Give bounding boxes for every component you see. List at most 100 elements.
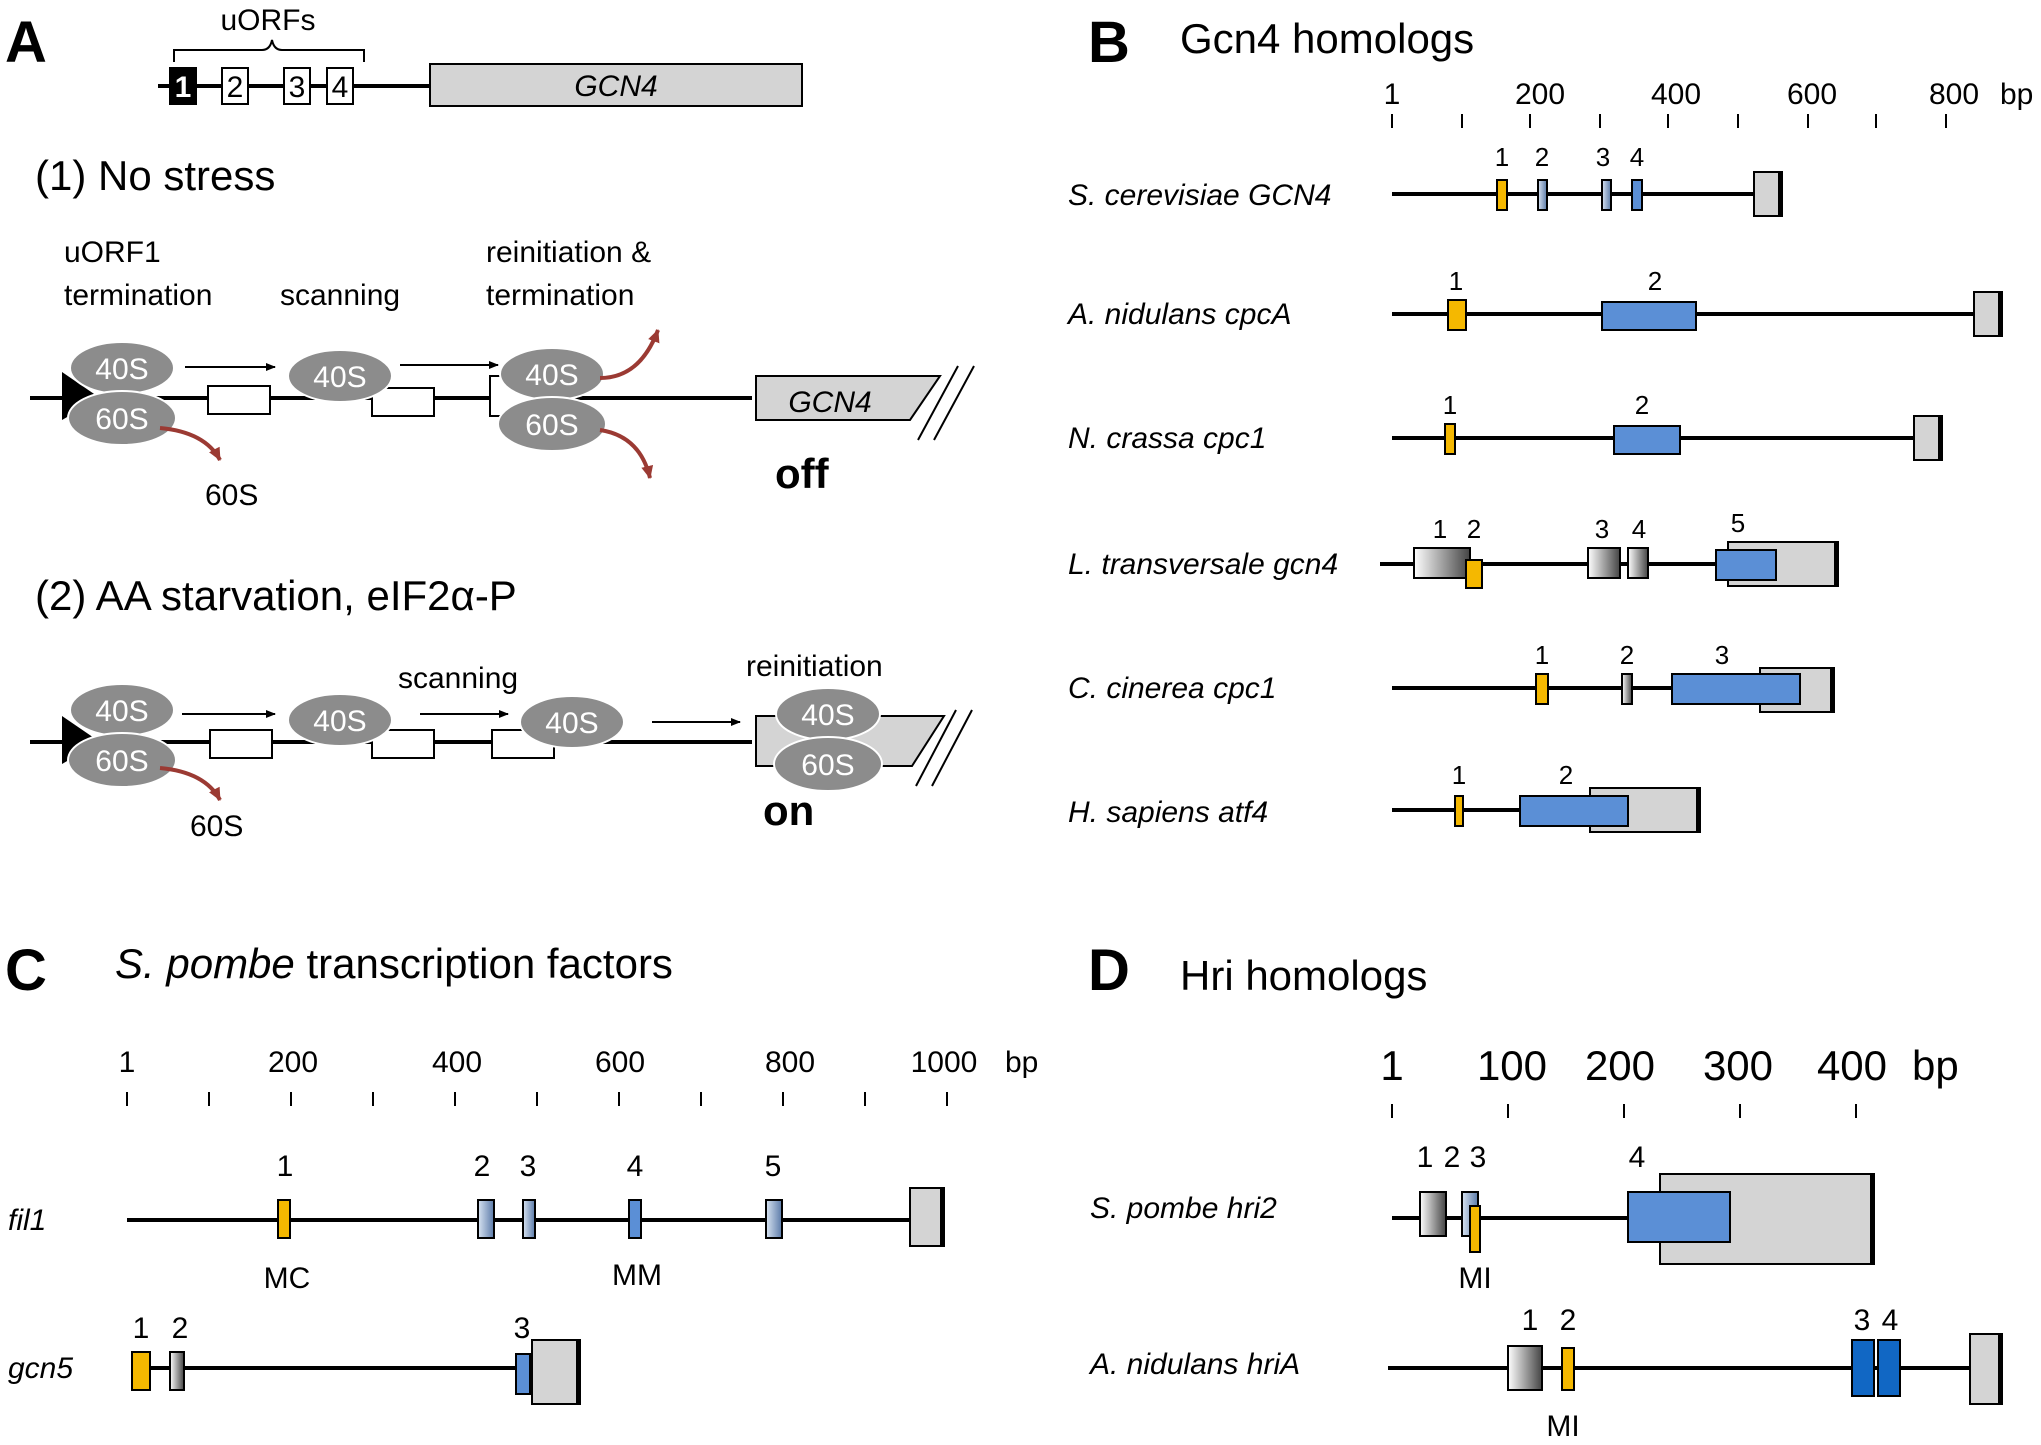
- note-mc: MC: [264, 1262, 311, 1295]
- panel-d: D Hri homologs 1 100 200 300 400 bp S. p…: [1088, 938, 2003, 1443]
- aa-starvation-title: (2) AA starvation, eIF2α-P: [35, 572, 517, 619]
- ribosome-40s: [287, 349, 393, 403]
- uorf-2: [1519, 795, 1629, 827]
- uorf-2-label: 2: [474, 1150, 491, 1183]
- note-mi: MI: [1458, 1262, 1491, 1295]
- release-arrow: [159, 426, 222, 462]
- uorf-1-label: 1: [1535, 640, 1549, 670]
- panel-d-label: D: [1088, 938, 1130, 1003]
- uorf-2-label: 2: [1635, 390, 1649, 420]
- gcn4-cds-label: GCN4: [574, 70, 657, 103]
- uorf-1-label: 1: [1417, 1141, 1434, 1174]
- ribosome-40s-label: 40S: [545, 707, 598, 740]
- uorf-2-label: 2: [1620, 640, 1634, 670]
- uorf-2-number: 2: [227, 71, 244, 104]
- gene-row-l-transversale-gcn4: L. transversale gcn4 1 2 3 4 5: [1068, 508, 1839, 589]
- ribosome-60s: [773, 736, 883, 792]
- gene-name: H. sapiens atf4: [1068, 796, 1268, 829]
- uorf-5: [765, 1199, 783, 1239]
- uorfs-label: uORFs: [220, 4, 315, 37]
- uorf-4: [1627, 547, 1649, 579]
- uorf-2: [1621, 673, 1633, 705]
- tick-label: 600: [595, 1046, 645, 1079]
- uorf-4-label: 4: [1630, 142, 1644, 172]
- panel-c-title: S. pombe transcription factors: [115, 940, 673, 987]
- note-mi: MI: [1546, 1410, 1579, 1443]
- uorf-2: [169, 1351, 185, 1391]
- uorf-3-number: 3: [289, 71, 306, 104]
- tick-label: 200: [1515, 78, 1565, 111]
- uorf-box: [371, 387, 435, 417]
- uorf-2: [1613, 425, 1681, 455]
- tick-label: 200: [1585, 1042, 1655, 1089]
- axis: 1 100 200 300 400 bp: [1380, 1042, 1959, 1118]
- reinitiation-termination-line2: termination: [486, 279, 634, 312]
- release-arrow: [159, 766, 222, 802]
- uorf-4-number: 4: [332, 71, 349, 104]
- uorf-2-label: 2: [1648, 266, 1662, 296]
- panel-c: C S. pombe transcription factors 1 200 4…: [5, 938, 1038, 1405]
- ribosome-40s: [519, 695, 625, 749]
- uorf-3: [1851, 1339, 1875, 1397]
- cds-box: [531, 1339, 581, 1405]
- uorfs-brace: [173, 39, 365, 62]
- ribosome-40s-label: 40S: [95, 695, 148, 728]
- state-off: off: [775, 450, 830, 497]
- uorf-3-label: 3: [1854, 1304, 1871, 1337]
- tick-label: 300: [1703, 1042, 1773, 1089]
- uorf-2-label: 2: [1444, 1141, 1461, 1174]
- uorf-2: [477, 1199, 495, 1239]
- tick-label: 1000: [911, 1046, 978, 1079]
- uorf-5-label: 5: [1731, 508, 1745, 538]
- tick-label: 1: [119, 1046, 136, 1079]
- uorf-1-label: 1: [1522, 1304, 1539, 1337]
- cds-box: [1969, 1333, 2003, 1405]
- tick-label: 1: [1384, 78, 1401, 111]
- uorf-2: [1537, 179, 1548, 211]
- uorf-2-label: 2: [1535, 142, 1549, 172]
- released-60s-label: 60S: [190, 810, 243, 843]
- uorf-5-label: 5: [765, 1150, 782, 1183]
- uorf-1-label: 1: [277, 1150, 294, 1183]
- uorf-1: [1444, 423, 1456, 455]
- release-arrow: [599, 329, 660, 380]
- uorf-3-label: 3: [520, 1150, 537, 1183]
- ribosome-60s: [67, 732, 177, 788]
- gcn4-cds-box: [429, 63, 803, 107]
- gene-row-s-pombe-hri2: S. pombe hri2 1 2 3 4 MI: [1090, 1141, 1875, 1295]
- uorf-1-label: 1: [1433, 514, 1447, 544]
- uorf-4-box: [326, 67, 354, 105]
- uorf-3-box: [283, 67, 311, 105]
- cds-box: [909, 1187, 945, 1247]
- uorf-1: [1419, 1191, 1447, 1237]
- reinitiation-termination-line1: reinitiation &: [486, 236, 651, 269]
- reinitiation-label: reinitiation: [746, 650, 883, 683]
- panel-b: B Gcn4 homologs 1 200 400 600 800 bp S. …: [1066, 10, 2033, 833]
- uorf-2-label: 2: [172, 1312, 189, 1345]
- axis-unit: bp: [1912, 1042, 1959, 1089]
- uorf-2: [1561, 1347, 1575, 1391]
- no-stress-title: (1) No stress: [35, 152, 275, 199]
- uorf-4: [1631, 179, 1643, 211]
- uorf-1-label: 1: [1452, 760, 1466, 790]
- uorf-3-label: 3: [514, 1312, 531, 1345]
- scanning-label: scanning: [280, 279, 400, 312]
- uorf-1: [1413, 547, 1471, 579]
- gcn4-schematic: 1 2 3 4 GCN4 uORFs: [158, 4, 803, 107]
- ribosome-40s-label: 40S: [313, 705, 366, 738]
- ribosome-40s: [287, 693, 393, 747]
- ribosome-40s-label: 40S: [95, 353, 148, 386]
- uorf-4-label: 4: [1632, 514, 1646, 544]
- uorf-4: [1877, 1339, 1901, 1397]
- release-arrow: [599, 428, 654, 479]
- uorf-1: [277, 1199, 291, 1239]
- tick-label: 400: [432, 1046, 482, 1079]
- axis: 1 200 400 600 800 bp: [1384, 78, 2033, 128]
- scanning-label: scanning: [398, 662, 518, 695]
- tick-label: 800: [1929, 78, 1979, 111]
- uorf-1: [1454, 795, 1464, 827]
- uorf-1: [1447, 299, 1467, 331]
- panel-a: A 1 2 3 4 GCN4 uORFs (1) No stress uORF1…: [5, 4, 975, 843]
- uorf-4: [1627, 1191, 1731, 1243]
- axis-unit: bp: [2000, 78, 2033, 111]
